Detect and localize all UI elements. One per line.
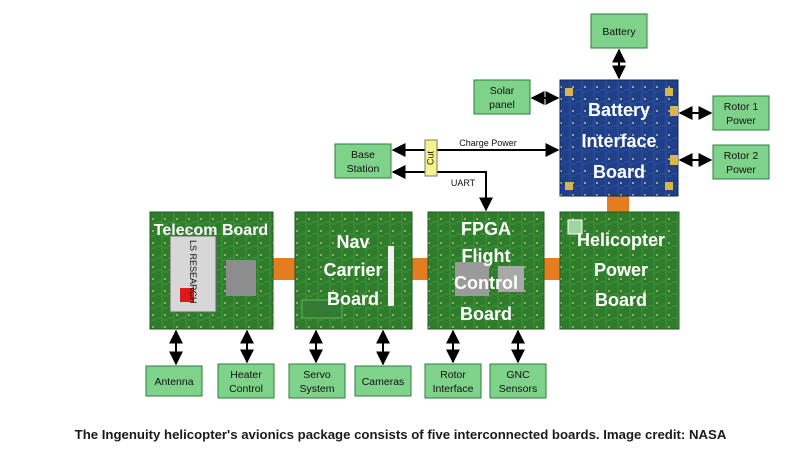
heater-label-1: Heater	[230, 369, 262, 381]
rotor2-label-1: Rotor 2	[724, 150, 759, 162]
battery-board-label-2: Interface	[581, 131, 656, 151]
rotor1-power-box: Rotor 1 Power	[712, 95, 770, 131]
nav-carrier-board: Nav Carrier Board	[294, 211, 413, 330]
battery-box: Battery	[590, 13, 648, 49]
cut-label: Cut	[425, 151, 435, 166]
antenna-label: Antenna	[154, 376, 193, 388]
rotor2-power-box: Rotor 2 Power	[712, 144, 770, 180]
nav-label-2: Carrier	[323, 260, 382, 280]
rotor-if-label-1: Rotor	[440, 369, 466, 381]
base-label-1: Base	[351, 149, 375, 161]
gnc-label-1: GNC	[506, 369, 530, 381]
rotor-interface-box: Rotor Interface	[424, 363, 482, 399]
fpga-label-1: FPGA	[461, 219, 511, 239]
charge-power-label: Charge Power	[459, 138, 517, 148]
helicopter-power-board: Helicopter Power Board	[559, 211, 680, 330]
solar-label-2: panel	[489, 99, 515, 111]
servo-label-2: System	[299, 383, 334, 395]
base-station-box: Base Station	[334, 143, 392, 179]
telecom-board: LS RESEARCH Telecom Board	[149, 211, 274, 330]
cameras-label: Cameras	[362, 376, 405, 388]
antenna-box: Antenna	[145, 365, 203, 397]
telecom-board-label: Telecom Board	[154, 222, 268, 239]
nav-label-3: Board	[327, 289, 379, 309]
uart-label: UART	[451, 178, 476, 188]
flex-telecom-nav	[273, 258, 295, 280]
heli-label-3: Board	[595, 290, 647, 310]
solar-panel-box: Solar panel	[473, 79, 531, 115]
fpga-label-3: Control	[454, 273, 518, 293]
fpga-label-4: Board	[460, 304, 512, 324]
fpga-flight-control-board: FPGA Flight Control Board	[427, 211, 545, 330]
cameras-box: Cameras	[354, 365, 412, 397]
battery-box-label: Battery	[602, 26, 636, 38]
battery-board-label-3: Board	[593, 162, 645, 182]
rotor-if-label-2: Interface	[433, 383, 474, 395]
base-label-2: Station	[347, 163, 380, 175]
telecom-chip-text: LS RESEARCH	[188, 240, 198, 304]
rotor1-label-2: Power	[726, 115, 756, 127]
rotor1-label-1: Rotor 1	[724, 101, 759, 113]
heater-control-box: Heater Control	[217, 363, 275, 399]
servo-system-box: Servo System	[288, 363, 346, 399]
rotor2-label-2: Power	[726, 164, 756, 176]
flex-nav-fpga	[412, 258, 428, 280]
solar-label-1: Solar	[490, 85, 515, 97]
cut-tag: Cut	[424, 139, 438, 177]
arrow-uart	[391, 165, 493, 212]
flex-fpga-heli	[544, 258, 560, 280]
heli-label-2: Power	[594, 260, 648, 280]
heli-label-1: Helicopter	[577, 230, 665, 250]
heater-label-2: Control	[229, 383, 263, 395]
servo-label-1: Servo	[303, 369, 331, 381]
gnc-sensors-box: GNC Sensors	[489, 363, 547, 399]
fpga-label-2: Flight	[462, 246, 511, 266]
battery-board-label-1: Battery	[588, 100, 650, 120]
nav-label-1: Nav	[336, 232, 369, 252]
gnc-label-2: Sensors	[499, 383, 538, 395]
flex-heli-battery	[607, 196, 629, 214]
figure-caption: The Ingenuity helicopter's avionics pack…	[74, 427, 727, 442]
battery-interface-board: Battery Interface Board	[559, 79, 679, 197]
connection-arrows	[169, 48, 713, 366]
